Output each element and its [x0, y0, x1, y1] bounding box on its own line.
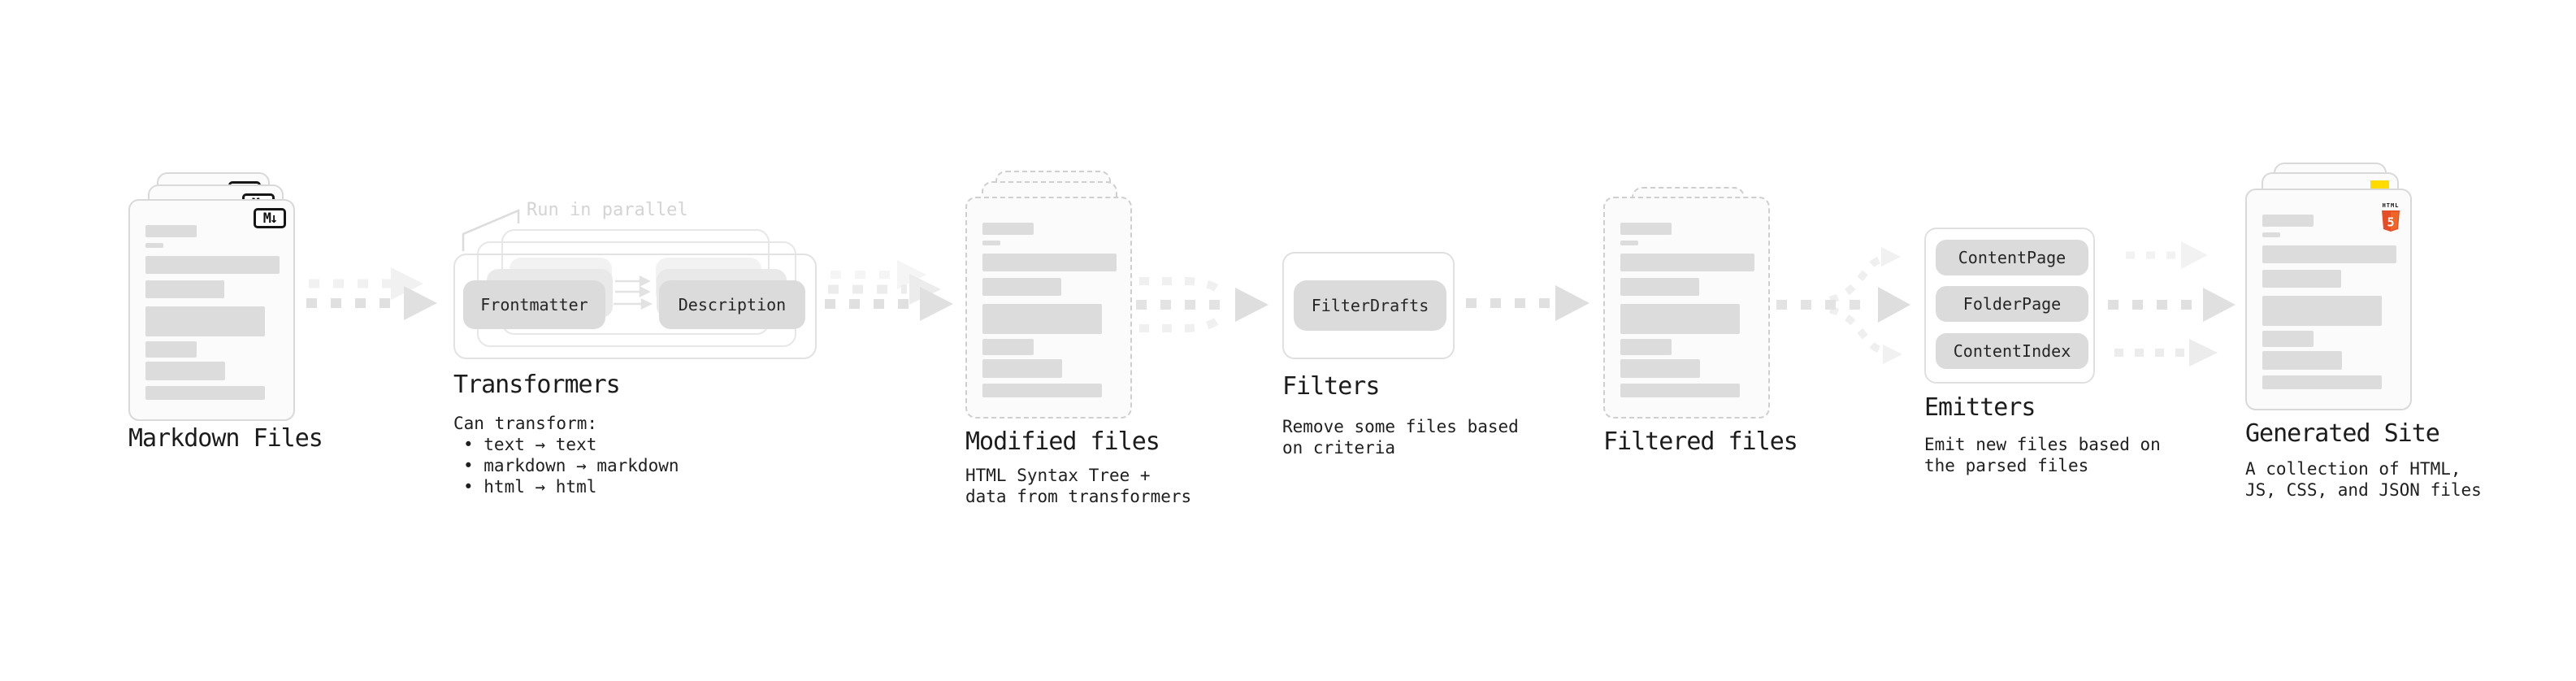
- placeholder-text-bar: [2262, 270, 2341, 288]
- run-in-parallel-annotation: Run in parallel: [527, 200, 688, 220]
- markdown-file-card: M↓: [128, 199, 295, 421]
- doc-placeholder-lines: [2247, 190, 2410, 409]
- desc-line: A collection of HTML,: [2245, 459, 2461, 479]
- modified-file-card: [965, 197, 1132, 419]
- transformer-parallel-arrows: [614, 275, 653, 310]
- placeholder-text-bar: [2262, 232, 2280, 237]
- desc-line: the parsed files: [1924, 456, 2089, 475]
- arrow-filtered-to-emitters-fanout: [1776, 247, 1910, 364]
- placeholder-text-bar: [145, 243, 163, 248]
- placeholder-text-bar: [982, 339, 1034, 355]
- annotation-leader-line: [462, 209, 520, 251]
- placeholder-text-bar: [982, 359, 1062, 378]
- placeholder-text-bar: [982, 384, 1102, 397]
- placeholder-text-bar: [2262, 331, 2314, 347]
- html5-icon: HTML 5: [2381, 195, 2400, 232]
- placeholder-text-bar: [145, 256, 280, 274]
- markdown-icon: M↓: [254, 208, 286, 228]
- desc-line: Emit new files based on: [1924, 435, 2161, 454]
- placeholder-text-bar: [982, 278, 1061, 296]
- generated-site-label: Generated Site: [2245, 419, 2440, 448]
- transformer-pill-frontmatter: Frontmatter: [463, 280, 605, 329]
- modified-files-description: HTML Syntax Tree + data from transformer…: [965, 465, 1191, 507]
- placeholder-text-bar: [1620, 384, 1740, 397]
- arrow-filters-to-filtered: [1466, 285, 1589, 321]
- transformer-pill-description: Description: [659, 280, 805, 329]
- doc-placeholder-lines: [967, 198, 1130, 417]
- placeholder-text-bar: [1620, 278, 1699, 296]
- filters-label: Filters: [1282, 372, 1380, 401]
- doc-placeholder-lines: [1605, 198, 1768, 417]
- placeholder-text-bar: [145, 341, 197, 358]
- doc-placeholder-lines: [130, 201, 293, 419]
- generated-html-file-card: HTML 5: [2245, 189, 2412, 410]
- placeholder-text-bar: [1620, 359, 1700, 378]
- desc-line: on criteria: [1282, 438, 1396, 458]
- placeholder-text-bar: [982, 223, 1034, 235]
- desc-line: JS, CSS, and JSON files: [2245, 480, 2482, 500]
- placeholder-text-bar: [2262, 351, 2342, 370]
- placeholder-text-bar: [1620, 254, 1754, 271]
- placeholder-text-bar: [982, 304, 1102, 334]
- desc-line: HTML Syntax Tree +: [965, 466, 1151, 485]
- emitter-pill-folderpage: FolderPage: [1936, 286, 2088, 322]
- generated-site-description: A collection of HTML, JS, CSS, and JSON …: [2245, 458, 2482, 501]
- emitters-box: ContentPage FolderPage ContentIndex: [1924, 228, 2095, 384]
- placeholder-text-bar: [2262, 375, 2382, 389]
- placeholder-text-bar: [2262, 296, 2382, 326]
- desc-line: • text → text: [463, 435, 597, 454]
- arrow-emitters-to-generated: [2108, 241, 2236, 367]
- emitters-description: Emit new files based on the parsed files: [1924, 434, 2161, 476]
- filtered-file-card: [1603, 197, 1770, 419]
- placeholder-text-bar: [145, 386, 265, 400]
- filters-description: Remove some files based on criteria: [1282, 416, 1519, 458]
- emitter-pill-contentindex: ContentIndex: [1936, 333, 2088, 369]
- html5-badge-label: HTML: [2382, 202, 2400, 209]
- filters-box: FilterDrafts: [1282, 252, 1455, 359]
- placeholder-text-bar: [1620, 241, 1638, 245]
- filter-pill-filterdrafts: FilterDrafts: [1294, 280, 1446, 331]
- arrow-transformers-to-modified: [825, 260, 953, 321]
- desc-line: Can transform:: [453, 414, 598, 433]
- placeholder-text-bar: [145, 280, 224, 298]
- svg-text:5: 5: [2387, 215, 2394, 230]
- desc-line: • markdown → markdown: [463, 456, 679, 475]
- desc-line: Remove some files based: [1282, 417, 1519, 436]
- modified-files-label: Modified files: [965, 427, 1160, 456]
- js-file-icon: [2370, 180, 2389, 189]
- arrow-markdown-to-transformers: [306, 267, 437, 320]
- placeholder-text-bar: [1620, 304, 1740, 334]
- emitters-label: Emitters: [1924, 393, 2036, 422]
- placeholder-text-bar: [982, 254, 1117, 271]
- arrow-modified-to-filters-merge: [1136, 277, 1268, 332]
- placeholder-text-bar: [145, 225, 197, 237]
- placeholder-text-bar: [982, 241, 1000, 245]
- transformers-description: Can transform: • text → text • markdown …: [453, 413, 679, 497]
- desc-line: • html → html: [463, 477, 597, 497]
- transformers-label: Transformers: [453, 371, 621, 399]
- placeholder-text-bar: [2262, 215, 2314, 227]
- filtered-files-label: Filtered files: [1603, 427, 1798, 456]
- placeholder-text-bar: [145, 362, 225, 380]
- desc-line: data from transformers: [965, 487, 1192, 506]
- placeholder-text-bar: [1620, 223, 1672, 235]
- emitter-pill-contentpage: ContentPage: [1936, 240, 2088, 275]
- transformer-box: Frontmatter Description: [453, 254, 817, 359]
- placeholder-text-bar: [145, 306, 265, 336]
- markdown-files-label: Markdown Files: [128, 424, 323, 453]
- placeholder-text-bar: [2262, 245, 2396, 263]
- placeholder-text-bar: [1620, 339, 1672, 355]
